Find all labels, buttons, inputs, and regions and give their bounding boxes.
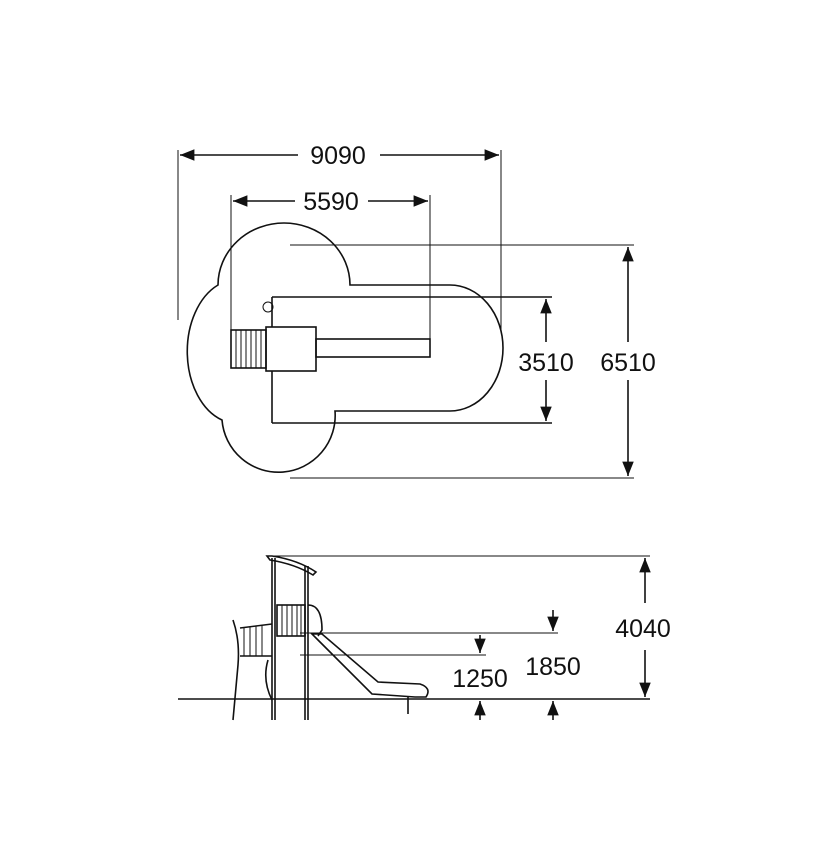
safety-zone-outline (186, 222, 504, 473)
roof (265, 555, 318, 577)
plan-view: 9090 5590 3510 6510 (177, 142, 656, 479)
dim-total-height: 4040 (615, 615, 671, 643)
slide (310, 633, 429, 698)
dim-structure-width: 3510 (518, 349, 574, 377)
deck-platform (265, 326, 317, 372)
dim-platform-low: 1250 (452, 665, 508, 693)
dim-overall-length: 9090 (310, 142, 366, 170)
dim-platform-high: 1850 (525, 653, 581, 681)
climber (232, 619, 273, 721)
side-view: 4040 1250 1850 (178, 555, 671, 721)
slide-plan (315, 338, 431, 358)
dim-overall-width: 6510 (600, 349, 656, 377)
steering-wheel (262, 301, 274, 313)
dim-structure-length: 5590 (303, 188, 359, 216)
